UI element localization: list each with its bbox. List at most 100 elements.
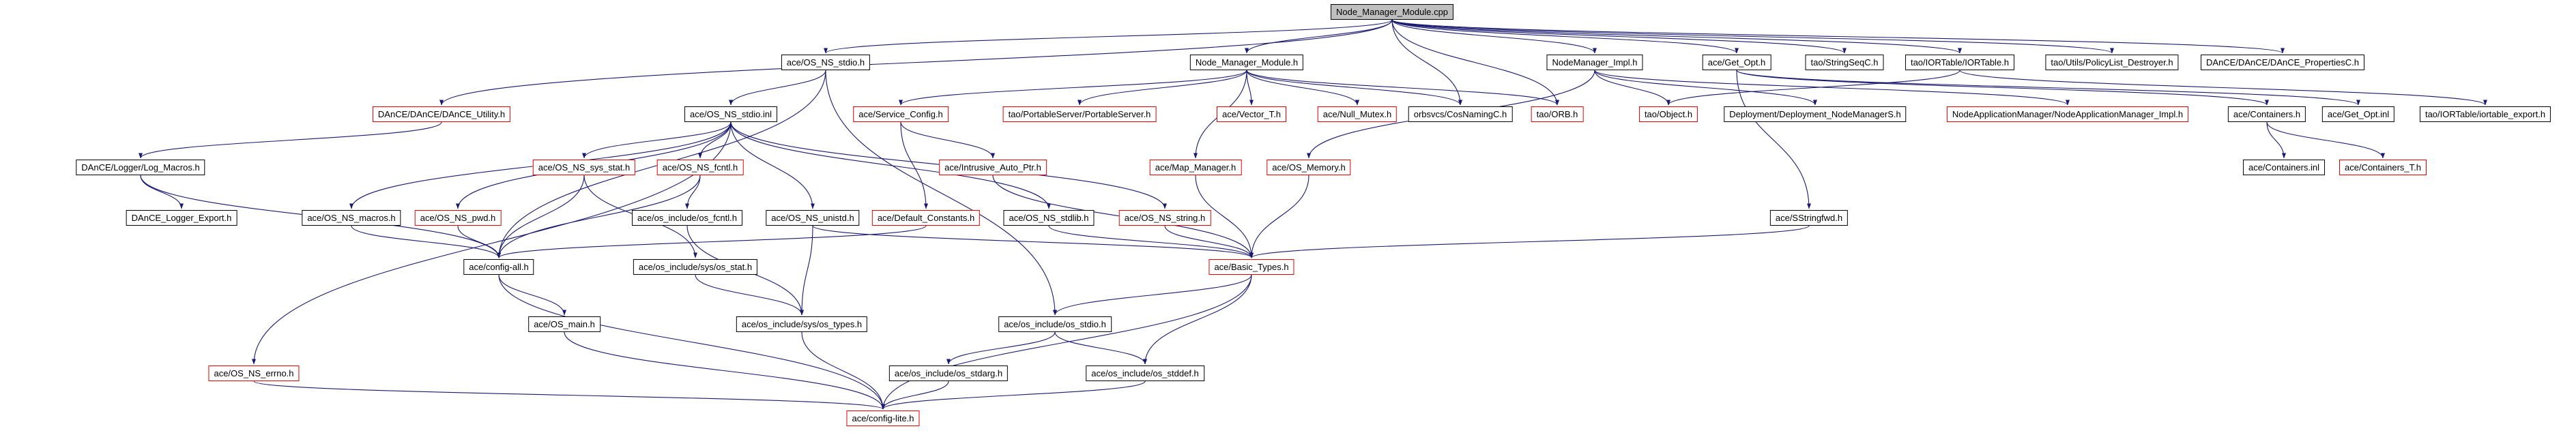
graph-edge-os_ns_sys_stat-to-config_all bbox=[497, 175, 585, 258]
graph-node-sys_os_stat[interactable]: ace/os_include/sys/os_stat.h bbox=[633, 259, 758, 275]
graph-edge-nmm_h-to-orb bbox=[1246, 70, 1559, 106]
graph-edge-os_ns_unistd-to-basic_types bbox=[812, 225, 1254, 258]
graph-edge-os_ns_stdio_inl-to-os_ns_fcntl bbox=[698, 121, 732, 159]
graph-node-os_ns_stdio_h[interactable]: ace/OS_NS_stdio.h bbox=[781, 55, 871, 70]
graph-edge-map_manager-to-basic_types bbox=[1195, 175, 1254, 258]
graph-node-containers_inl[interactable]: ace/Containers.inl bbox=[2242, 160, 2326, 175]
graph-edge-cpp-to-orb bbox=[1391, 19, 1559, 106]
graph-edge-config_all-to-config_lite bbox=[498, 274, 885, 410]
graph-node-containers_t[interactable]: ace/Containers_T.h bbox=[2339, 160, 2427, 175]
graph-node-os_ns_sys_stat[interactable]: ace/OS_NS_sys_stat.h bbox=[532, 160, 636, 175]
graph-node-os_fcntl[interactable]: ace/os_include/os_fcntl.h bbox=[632, 210, 742, 226]
graph-edge-nm_impl_h-to-nam_impl bbox=[1594, 70, 2070, 106]
graph-node-os_main[interactable]: ace/OS_main.h bbox=[528, 316, 600, 332]
graph-edge-cpp-to-dance_props bbox=[1391, 19, 2285, 54]
graph-edge-os_ns_pwd-to-config_all bbox=[457, 225, 501, 258]
graph-edge-service_config-to-default_constants bbox=[900, 121, 928, 209]
graph-node-cosnaming[interactable]: orbsvcs/CosNamingC.h bbox=[1408, 106, 1513, 122]
graph-node-logger_export[interactable]: DAnCE_Logger_Export.h bbox=[126, 210, 237, 226]
graph-edge-os_ns_stdio_inl-to-os_ns_stdlib bbox=[730, 121, 1051, 209]
graph-node-os_stdarg[interactable]: ace/os_include/os_stdarg.h bbox=[888, 365, 1009, 381]
graph-edge-os_ns_stdlib-to-basic_types bbox=[1048, 225, 1254, 258]
graph-node-os_ns_stdlib[interactable]: ace/OS_NS_stdlib.h bbox=[1003, 210, 1095, 226]
graph-node-os_memory[interactable]: ace/OS_Memory.h bbox=[1267, 160, 1351, 175]
graph-node-os_stdio[interactable]: ace/os_include/os_stdio.h bbox=[998, 316, 1112, 332]
graph-edge-containers-to-containers_t bbox=[2266, 121, 2385, 159]
graph-node-config_all[interactable]: ace/config-all.h bbox=[463, 259, 534, 275]
graph-edge-service_config-to-intrusive bbox=[900, 121, 995, 159]
graph-node-os_stddef[interactable]: ace/os_include/os_stddef.h bbox=[1086, 365, 1204, 381]
graph-node-get_opt_inl[interactable]: ace/Get_Opt.inl bbox=[2321, 106, 2395, 122]
graph-node-orb[interactable]: tao/ORB.h bbox=[1531, 106, 1584, 122]
graph-edge-basic_types-to-os_stdio bbox=[1053, 274, 1252, 316]
graph-node-log_macros[interactable]: DAnCE/Logger/Log_Macros.h bbox=[76, 160, 205, 175]
graph-edge-get_opt_h-to-containers bbox=[1736, 70, 2269, 106]
graph-edge-default_constants-to-config_all bbox=[497, 225, 927, 258]
graph-node-nam_impl[interactable]: NodeApplicationManager/NodeApplicationMa… bbox=[1946, 106, 2189, 122]
graph-node-get_opt_h[interactable]: ace/Get_Opt.h bbox=[1702, 55, 1771, 70]
graph-edge-basic_types-to-config_lite bbox=[881, 274, 1252, 410]
graph-edge-nmm_h-to-service_config bbox=[899, 70, 1247, 106]
graph-node-os_ns_stdio_inl[interactable]: ace/OS_NS_stdio.inl bbox=[684, 106, 777, 122]
graph-edge-os_ns_macros-to-config_all bbox=[351, 225, 501, 258]
graph-edge-nmm_h-to-null_mutex bbox=[1246, 70, 1359, 106]
graph-node-policylist[interactable]: tao/Utils/PolicyList_Destroyer.h bbox=[2045, 55, 2179, 70]
graph-edge-cpp-to-policylist bbox=[1391, 19, 2114, 54]
graph-node-sys_os_types[interactable]: ace/os_include/sys/os_types.h bbox=[736, 316, 868, 332]
graph-node-iortable[interactable]: tao/IORTable/IORTable.h bbox=[1905, 55, 2015, 70]
graph-edge-cpp-to-stringseq bbox=[1391, 19, 1847, 54]
graph-node-nm_impl_h[interactable]: NodeManager_Impl.h bbox=[1546, 55, 1643, 70]
graph-edge-os_ns_stdio_h-to-os_ns_stdio_inl bbox=[729, 70, 826, 106]
graph-edge-cpp-to-nm_impl_h bbox=[1391, 19, 1597, 54]
graph-node-cpp[interactable]: Node_Manager_Module.cpp bbox=[1330, 4, 1454, 20]
graph-edge-nm_impl_h-to-deployment_s bbox=[1594, 70, 1817, 106]
graph-node-basic_types[interactable]: ace/Basic_Types.h bbox=[1209, 259, 1294, 275]
graph-edge-os_stdio-to-os_stddef bbox=[1054, 331, 1147, 365]
graph-node-deployment_s[interactable]: Deployment/Deployment_NodeManagerS.h bbox=[1724, 106, 1907, 122]
graph-edge-os_ns_unistd-to-sys_os_types bbox=[800, 225, 813, 316]
graph-node-dance_props[interactable]: DAnCE/DAnCE/DAnCE_PropertiesC.h bbox=[2201, 55, 2364, 70]
graph-node-default_constants[interactable]: ace/Default_Constants.h bbox=[871, 210, 981, 226]
graph-node-config_lite[interactable]: ace/config-lite.h bbox=[846, 410, 920, 426]
graph-edge-get_opt_h-to-get_opt_inl bbox=[1736, 70, 2360, 106]
graph-edge-sstringfwd-to-basic_types bbox=[1249, 225, 1810, 258]
graph-node-service_config[interactable]: ace/Service_Config.h bbox=[853, 106, 949, 122]
graph-edge-os_ns_stdio_inl-to-os_ns_errno bbox=[252, 121, 732, 365]
graph-node-os_ns_pwd[interactable]: ace/OS_NS_pwd.h bbox=[414, 210, 502, 226]
graph-edge-cpp-to-iortable bbox=[1391, 19, 1962, 54]
graph-edge-os_stdio-to-os_stdarg bbox=[946, 331, 1056, 365]
graph-edge-os_stdarg-to-config_lite bbox=[881, 380, 949, 410]
graph-node-os_ns_macros[interactable]: ace/OS_NS_macros.h bbox=[302, 210, 401, 226]
graph-node-sstringfwd[interactable]: ace/SStringfwd.h bbox=[1769, 210, 1849, 226]
graph-edge-os_ns_string-to-basic_types bbox=[1164, 225, 1254, 258]
graph-edge-os_ns_stdio_h-to-os_stdio bbox=[825, 70, 1057, 316]
graph-edge-iortable-to-iortable_export bbox=[1959, 70, 2487, 106]
graph-edge-cpp-to-dance_utility bbox=[439, 19, 1393, 106]
graph-edge-os_ns_errno-to-config_lite bbox=[253, 380, 885, 410]
graph-node-null_mutex[interactable]: ace/Null_Mutex.h bbox=[1317, 106, 1398, 122]
graph-node-vector_t[interactable]: ace/Vector_T.h bbox=[1217, 106, 1286, 122]
graph-edge-sys_os_types-to-config_lite bbox=[801, 331, 885, 410]
graph-node-portableserver[interactable]: tao/PortableServer/PortableServer.h bbox=[1002, 106, 1157, 122]
graph-edge-os_main-to-config_lite bbox=[564, 331, 885, 410]
graph-node-os_ns_errno[interactable]: ace/OS_NS_errno.h bbox=[208, 365, 300, 381]
graph-node-object[interactable]: tao/Object.h bbox=[1638, 106, 1698, 122]
graph-node-stringseq[interactable]: tao/StringSeqC.h bbox=[1805, 55, 1884, 70]
graph-edge-nmm_h-to-portableserver bbox=[1077, 70, 1247, 106]
graph-edge-os_ns_stdio_inl-to-os_ns_unistd bbox=[730, 121, 815, 209]
graph-edge-nm_impl_h-to-object bbox=[1594, 70, 1670, 106]
graph-edge-os_ns_fcntl-to-os_fcntl bbox=[685, 175, 701, 209]
graph-node-os_ns_fcntl[interactable]: ace/OS_NS_fcntl.h bbox=[656, 160, 744, 175]
graph-edge-os_ns_stdio_inl-to-os_ns_sys_stat bbox=[582, 121, 732, 159]
graph-node-nmm_h[interactable]: Node_Manager_Module.h bbox=[1189, 55, 1304, 70]
graph-node-intrusive[interactable]: ace/Intrusive_Auto_Ptr.h bbox=[939, 160, 1047, 175]
graph-node-iortable_export[interactable]: tao/IORTable/iortable_export.h bbox=[2419, 106, 2551, 122]
graph-node-dance_utility[interactable]: DAnCE/DAnCE/DAnCE_Utility.h bbox=[372, 106, 511, 122]
graph-edge-os_memory-to-basic_types bbox=[1249, 175, 1309, 258]
graph-node-map_manager[interactable]: ace/Map_Manager.h bbox=[1149, 160, 1242, 175]
graph-node-containers[interactable]: ace/Containers.h bbox=[2227, 106, 2306, 122]
graph-node-os_ns_unistd[interactable]: ace/OS_NS_unistd.h bbox=[766, 210, 860, 226]
graph-node-os_ns_string[interactable]: ace/OS_NS_string.h bbox=[1118, 210, 1211, 226]
